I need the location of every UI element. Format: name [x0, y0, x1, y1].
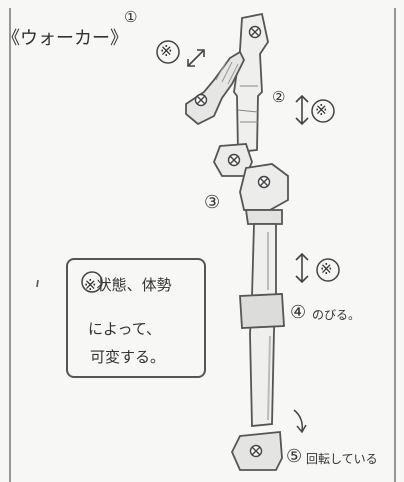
kome-mark-top: ※ [160, 42, 173, 60]
stray-mark [36, 279, 39, 288]
note-line-1: ※状態、体勢 [84, 276, 172, 294]
screw-icon [249, 444, 263, 458]
double-arrow-icon [187, 49, 205, 67]
label-three: ③ [204, 192, 221, 213]
screw-icon [248, 25, 262, 39]
screw-icon [227, 153, 241, 167]
label-one: ① [124, 8, 138, 26]
page-title: 《ウォーカー》 [2, 28, 128, 49]
kome-circle [316, 258, 340, 282]
double-arrow-icon [295, 94, 309, 126]
note-box: ※状態、体勢 によって、 可変する。 [66, 258, 206, 378]
label-five-text: 回転している [306, 452, 378, 466]
screw-icon [257, 175, 271, 189]
label-two: ② [272, 88, 286, 106]
lower-rod [231, 223, 285, 471]
kome-circle [81, 271, 103, 293]
kome-mark-low: ※ [320, 260, 333, 278]
note-line-2: によって、 [88, 320, 162, 338]
label-five-number: ⑤ [286, 446, 303, 467]
middle-joint [213, 143, 289, 225]
kome-circle [156, 40, 180, 64]
screw-icon [194, 93, 208, 107]
kome-circle [311, 99, 335, 123]
label-four-text: のびる。 [312, 308, 361, 322]
kome-mark-mid: ※ [315, 101, 328, 119]
note-line-3: 可変する。 [90, 348, 166, 366]
curved-arrow-icon [293, 409, 307, 434]
label-four-number: ④ [290, 302, 307, 323]
double-arrow-icon [295, 252, 309, 284]
